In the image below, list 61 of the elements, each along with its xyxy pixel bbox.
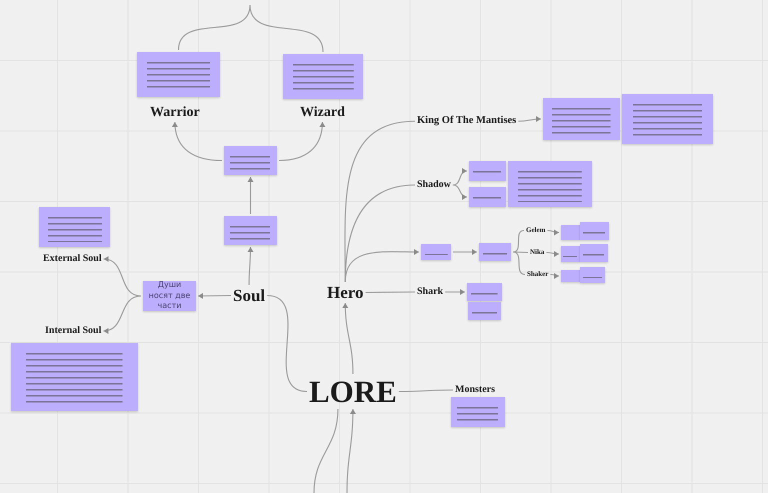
arrow — [342, 302, 354, 374]
arrow — [248, 177, 254, 214]
arrow — [344, 248, 419, 282]
sticky-note — [39, 207, 110, 247]
arrow — [453, 249, 477, 255]
sticky-note — [561, 246, 580, 262]
arrow — [103, 295, 142, 334]
sticky-note — [421, 244, 451, 260]
connector-line — [512, 251, 526, 276]
sticky-note — [543, 98, 620, 140]
sticky-note — [137, 52, 220, 97]
arrow — [550, 272, 560, 279]
connector-line — [512, 230, 524, 253]
connector-line — [267, 294, 308, 392]
sticky-note — [561, 225, 580, 240]
sticky-note — [622, 94, 713, 144]
sticky-note — [580, 267, 605, 283]
sticky-note — [283, 54, 363, 99]
connector-line — [366, 291, 415, 294]
sticky-note — [451, 397, 505, 427]
topic-label: Warrior — [150, 106, 200, 120]
arrow — [518, 116, 541, 122]
connector-line — [344, 184, 416, 282]
topic-label: Soul — [233, 287, 266, 304]
topic-label: Shadow — [417, 180, 451, 190]
topic-label: Shark — [417, 287, 444, 297]
arrow — [278, 122, 326, 162]
arrow — [172, 122, 222, 162]
sticky-note — [508, 161, 592, 207]
topic-label: Monsters — [455, 385, 495, 395]
topic-label: LORE — [309, 376, 397, 407]
arrow — [452, 184, 468, 200]
connector-line — [512, 251, 528, 254]
topic-label: King Of The Mantises — [417, 116, 516, 126]
connector-line — [398, 389, 453, 392]
sticky-note — [224, 216, 277, 245]
sticky-note — [468, 302, 501, 320]
sticky-note — [224, 146, 277, 175]
arrow — [198, 292, 231, 299]
sticky-note — [11, 343, 138, 411]
sticky-note — [469, 161, 506, 181]
sticky-note — [580, 244, 608, 262]
topic-label: Hero — [327, 284, 364, 301]
arrow — [346, 409, 356, 493]
arrow — [445, 289, 465, 295]
sticky-note — [561, 270, 580, 282]
arrow — [546, 250, 560, 257]
topic-label: Wizard — [300, 106, 345, 120]
arrow — [247, 247, 254, 285]
topic-label: Internal Soul — [45, 326, 102, 336]
sticky-note — [469, 187, 506, 207]
sticky-note — [580, 222, 609, 240]
arrow — [452, 168, 468, 186]
sticky-note: Души носят две части — [143, 281, 196, 311]
connector-line — [313, 408, 338, 493]
topic-label: External Soul — [43, 254, 102, 264]
connector-line — [249, 4, 324, 52]
arrow — [104, 256, 142, 297]
sticky-note — [467, 283, 502, 301]
arrow — [547, 229, 560, 236]
sticky-note — [479, 243, 511, 261]
